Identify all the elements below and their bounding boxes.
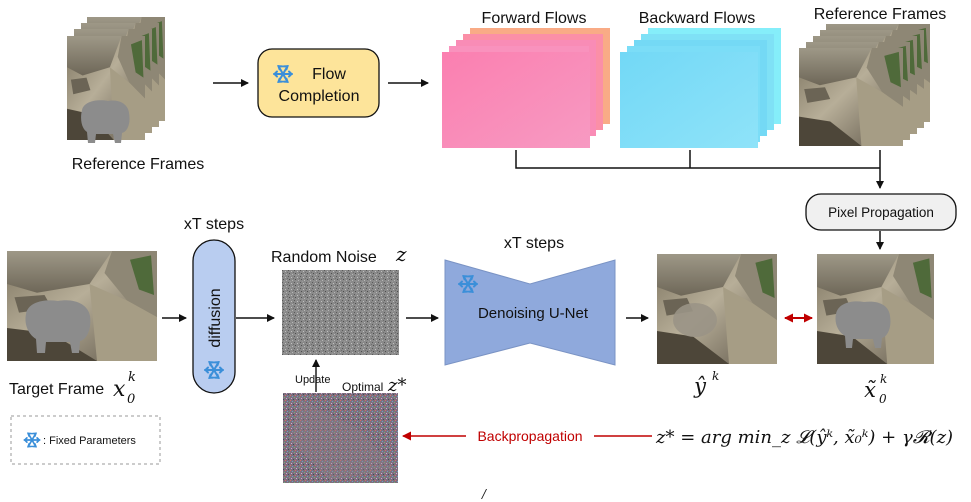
propagated-mask-region bbox=[835, 301, 891, 348]
fixed-parameters-label: : Fixed Parameters bbox=[43, 435, 136, 447]
reference-frames-right-stack bbox=[799, 24, 930, 146]
y-hat-symbol: ŷ bbox=[693, 374, 707, 398]
backward-flows-label: Backward Flows bbox=[639, 10, 755, 27]
x-tilde-sup: k bbox=[880, 372, 887, 386]
random-noise-symbol: z bbox=[395, 242, 407, 266]
diffusion-label: diffusion bbox=[207, 288, 224, 347]
target-frame-sup: k bbox=[128, 370, 136, 385]
xt-steps-right-label: xT steps bbox=[504, 235, 564, 252]
pixel-propagation-box bbox=[805, 193, 957, 231]
backward-flows-stack bbox=[620, 28, 781, 148]
update-label: Update bbox=[295, 374, 330, 386]
target-frame-label: Target Frame bbox=[9, 381, 104, 398]
denoising-unet-shape bbox=[444, 259, 616, 366]
target-frame-symbol: x bbox=[113, 377, 126, 402]
forward-flows-stack bbox=[442, 28, 610, 148]
mask-region bbox=[81, 100, 130, 143]
denoising-unet-label: Denoising U-Net bbox=[478, 305, 589, 322]
target-frame-sub: 0 bbox=[127, 392, 135, 407]
random-noise-image bbox=[282, 270, 399, 355]
backpropagation-label: Backpropagation bbox=[477, 428, 582, 444]
inpainted-region bbox=[673, 303, 717, 337]
flow-completion-label-2: Completion bbox=[279, 88, 360, 105]
pixel-propagation-label: Pixel Propagation bbox=[828, 205, 934, 220]
x-tilde-sub: 0 bbox=[879, 392, 887, 406]
output-frame-image bbox=[657, 254, 777, 364]
flow-completion-label-1: Flow bbox=[312, 66, 346, 83]
y-hat-sup: k bbox=[712, 369, 719, 383]
objective-equation: z* = arg min_z 𝓛(ŷᵏ, x̃₀ᵏ) + γ𝓡(z) bbox=[655, 427, 953, 448]
optimal-symbol: z* bbox=[387, 375, 406, 396]
reference-frames-right-label: Reference Frames bbox=[814, 6, 947, 23]
frame bbox=[799, 48, 903, 146]
optimal-label: Optimal bbox=[342, 380, 383, 394]
diffusion-box bbox=[192, 239, 236, 394]
target-mask-region bbox=[25, 300, 91, 353]
xt-steps-left-label: xT steps bbox=[184, 216, 244, 233]
reference-frames-left-label: Reference Frames bbox=[72, 156, 205, 173]
flow-completion-box bbox=[257, 48, 380, 118]
bottom-mark: / bbox=[481, 487, 488, 501]
x-tilde-symbol: x̃ bbox=[864, 378, 876, 402]
random-noise-label: Random Noise bbox=[271, 249, 377, 266]
optimal-noise-image bbox=[283, 393, 398, 483]
forward-flows-label: Forward Flows bbox=[482, 10, 587, 27]
connector-line bbox=[515, 150, 880, 169]
reference-frames-left-stack bbox=[67, 17, 165, 143]
